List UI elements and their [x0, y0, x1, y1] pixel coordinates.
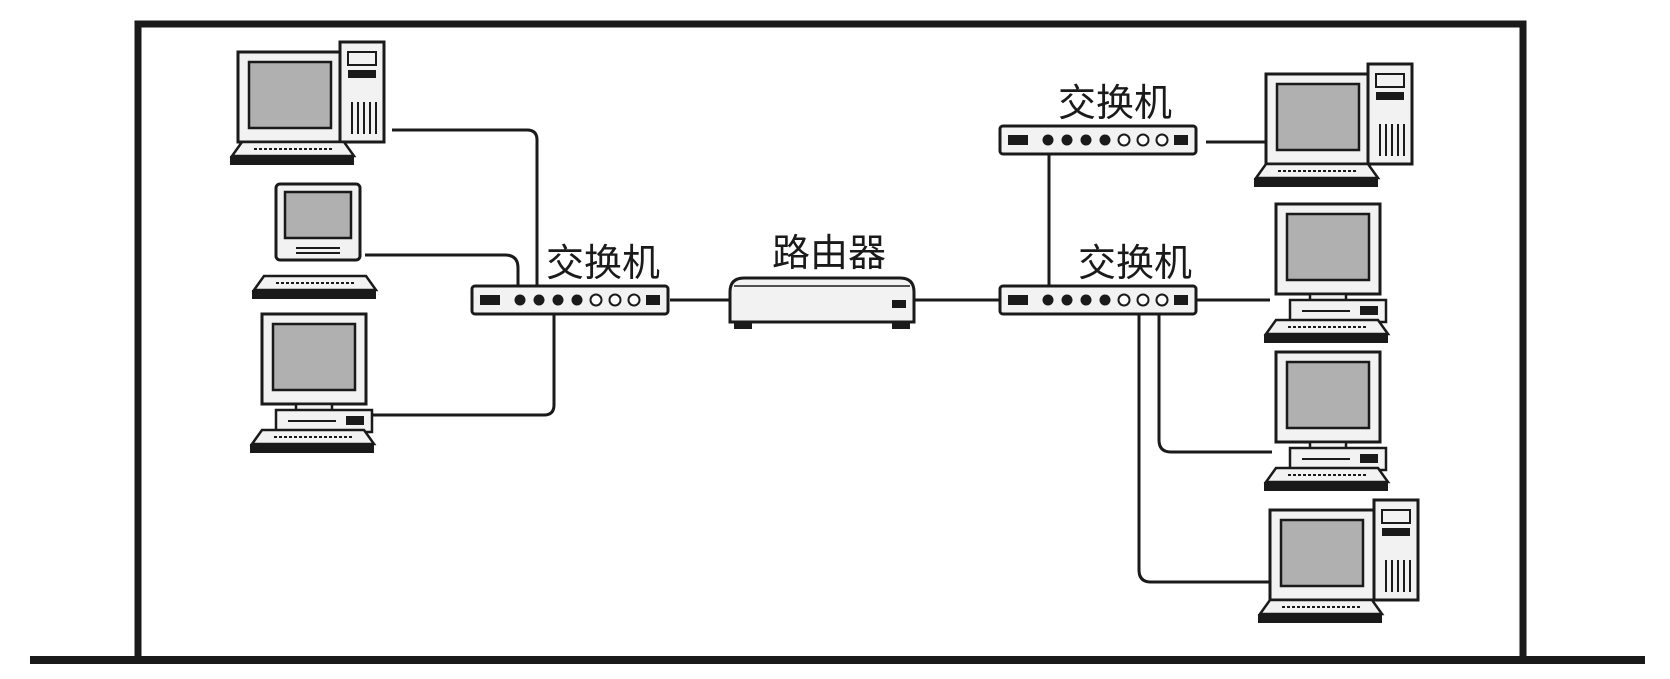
building-outline: [134, 20, 1527, 658]
network-switch-icon: [998, 124, 1198, 156]
cable-switch-bottom-pc6: [1157, 300, 1272, 454]
cable-pc3-switch-left: [362, 300, 556, 417]
desktop-tower-computer-icon: [1252, 62, 1414, 189]
router-icon: [728, 276, 916, 331]
switch-right-top-label: 交换机: [1058, 81, 1172, 125]
desktop-computer-icon: [248, 312, 376, 455]
desktop-tower-computer-icon: [1256, 498, 1420, 625]
router-label: 路由器: [772, 231, 886, 275]
network-cables: [362, 128, 1276, 584]
desktop-computer-icon: [1262, 350, 1390, 493]
network-switch-icon: [998, 284, 1198, 316]
compact-computer-icon: [250, 182, 378, 301]
cable-switch-bottom-pc7: [1137, 300, 1270, 584]
cable-pc2-switch-left: [365, 253, 520, 300]
cable-pc1-switch-left: [392, 128, 539, 300]
switch-left-label: 交换机: [546, 241, 660, 285]
desktop-tower-computer-icon: [228, 40, 386, 167]
network-switch-icon: [470, 284, 670, 316]
switch-right-bottom-label: 交换机: [1078, 241, 1192, 285]
desktop-computer-icon: [1262, 202, 1390, 345]
